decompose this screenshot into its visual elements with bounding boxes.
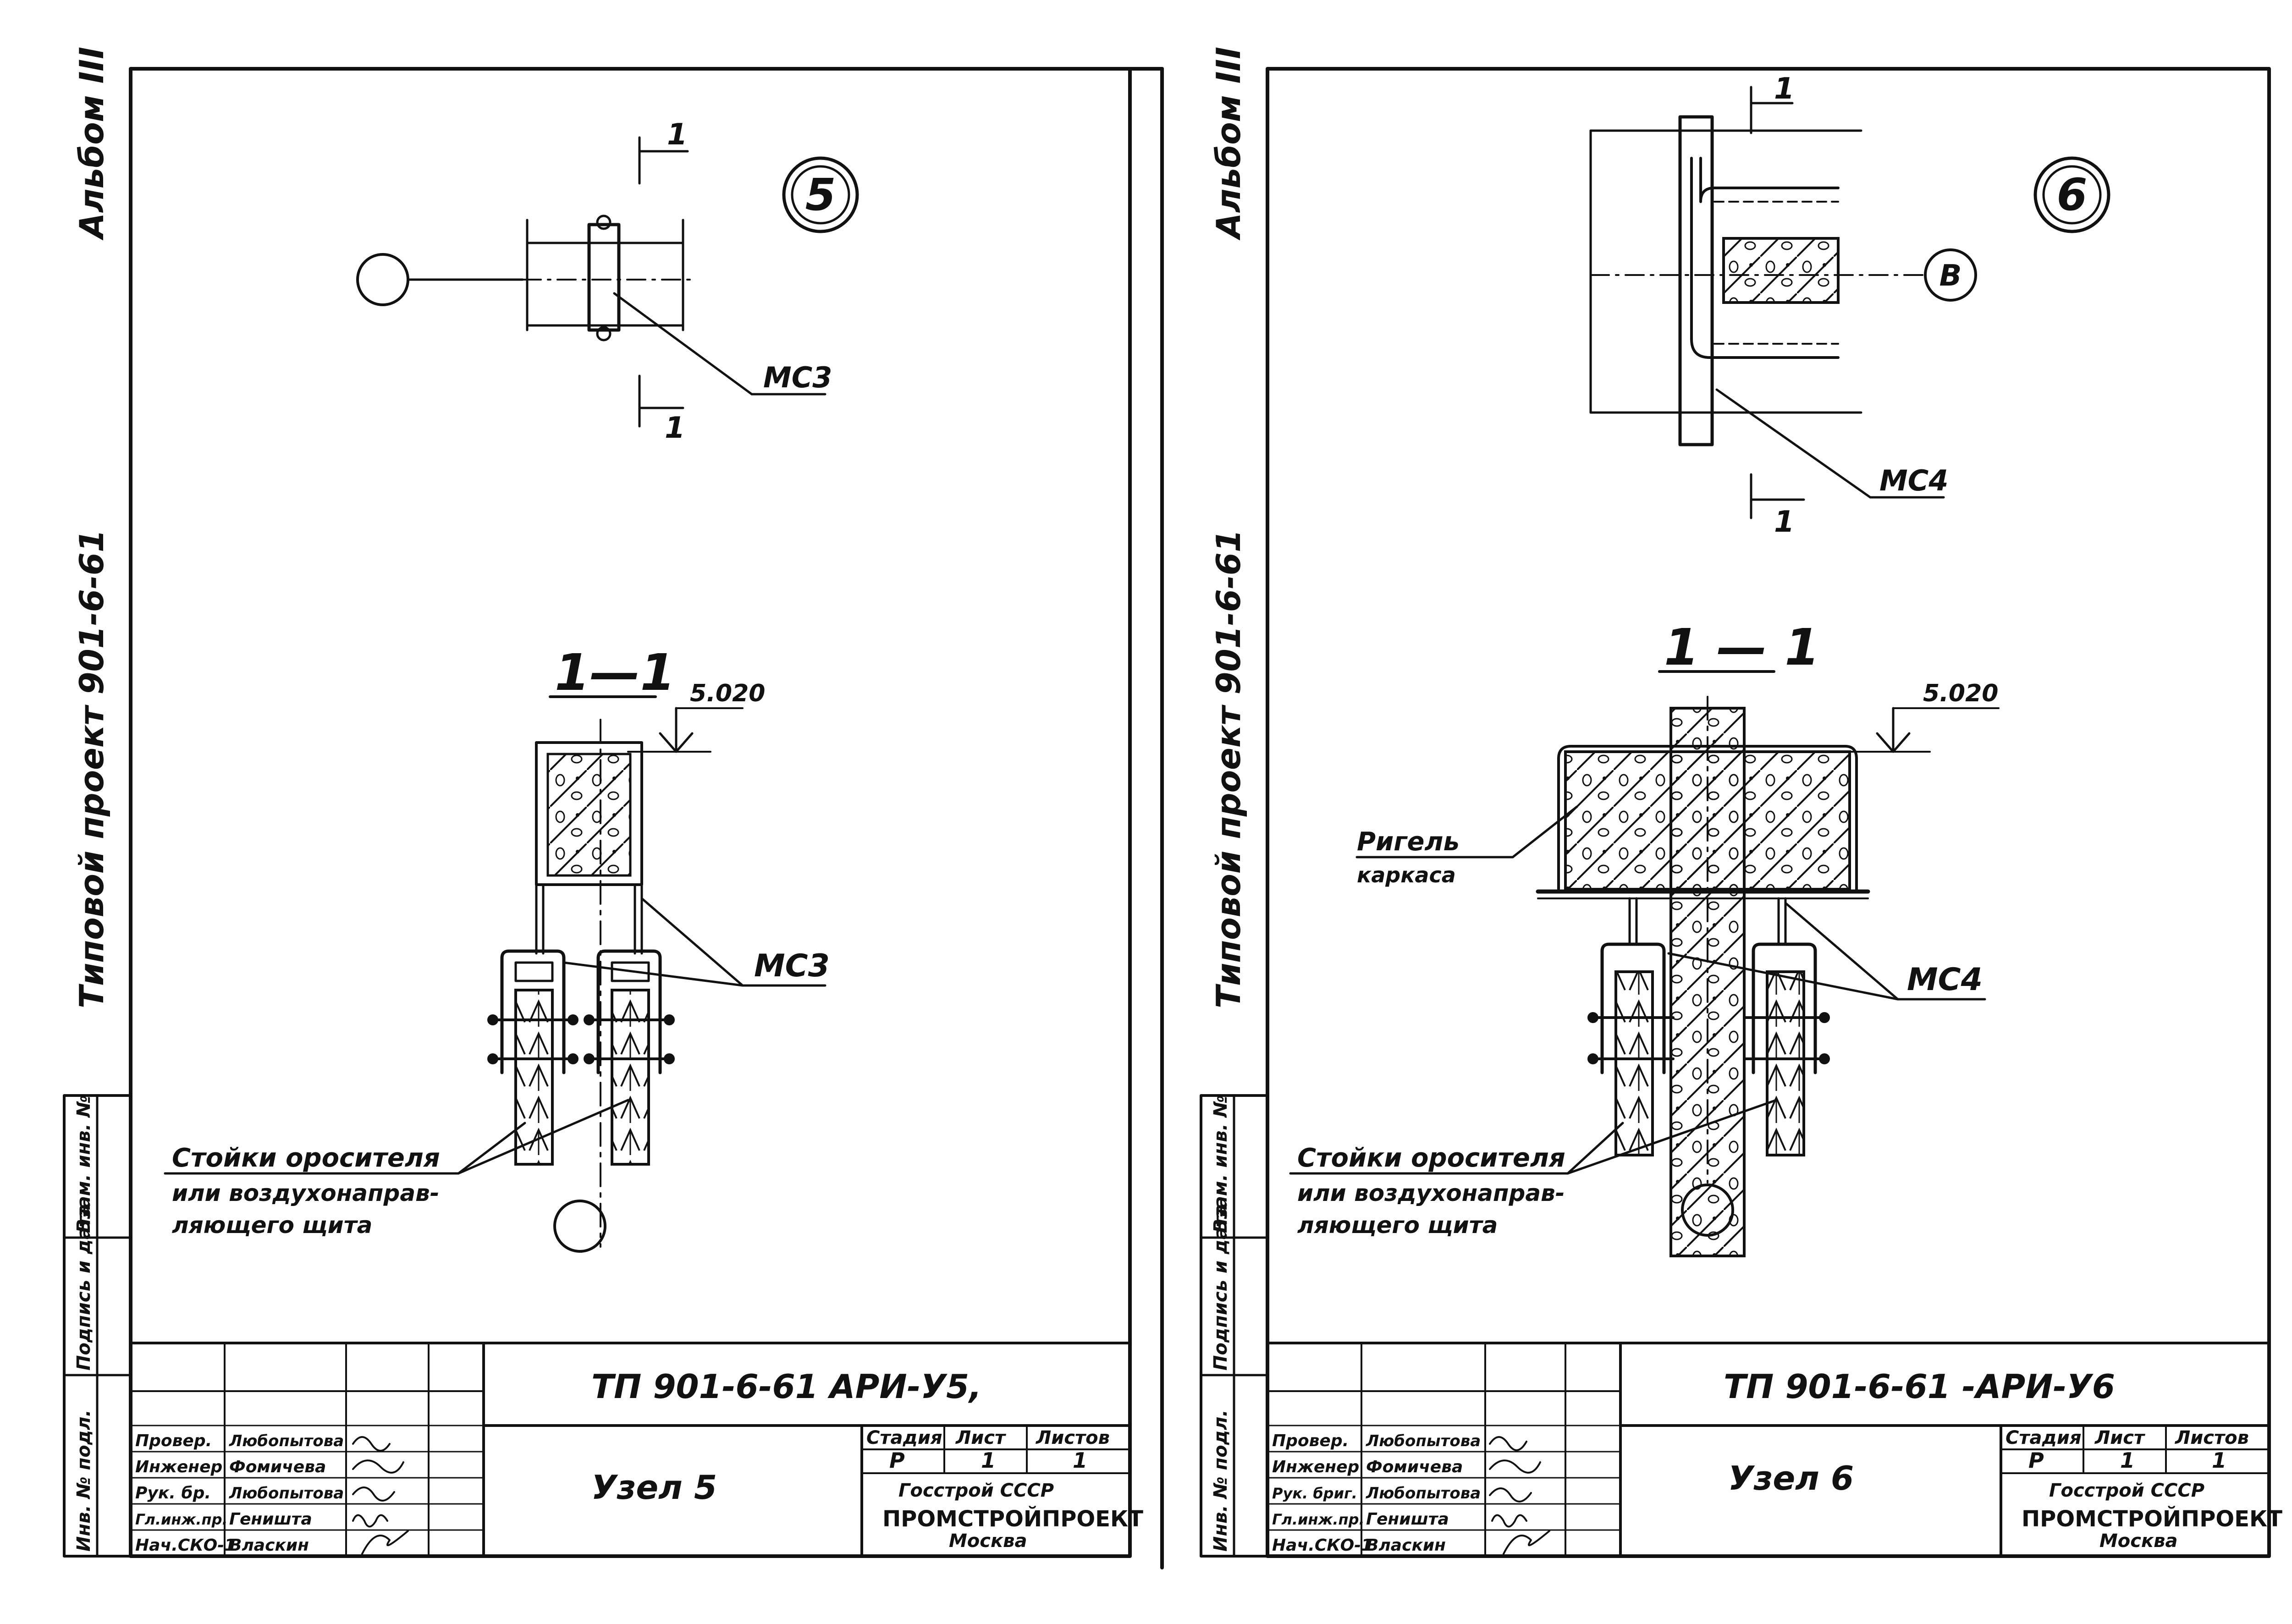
caption-right-line2: или воздухонаправ- bbox=[1297, 1180, 1565, 1206]
caption-right-line3: ляющего щита bbox=[1297, 1212, 1498, 1239]
node-number-6-marker: 6 bbox=[2033, 156, 2110, 233]
right-org1: Госстрой СССР bbox=[2049, 1480, 2204, 1501]
mc3-section-label: МС3 bbox=[754, 948, 830, 984]
axis-label-b: В bbox=[1939, 259, 1962, 293]
left-doc-code: ТП 901-6-61 АРИ-У5, bbox=[591, 1367, 981, 1406]
caption-left-line2: или воздухонаправ- bbox=[172, 1180, 439, 1206]
left-org3: Москва bbox=[949, 1530, 1027, 1552]
caption-left-line1: Стойки оросителя bbox=[172, 1143, 440, 1173]
signature-scribble-right bbox=[1489, 1436, 1550, 1555]
left-role-2: Рук. бр. bbox=[135, 1484, 211, 1503]
right-org2: ПРОМСТРОЙПРОЕКТ bbox=[2022, 1506, 2282, 1532]
mc4-section-label: МС4 bbox=[1907, 962, 1983, 998]
right-role-1: Инженер bbox=[1272, 1458, 1359, 1476]
section-mark-bottom-right: 1 bbox=[1774, 505, 1795, 539]
left-sheet-value: 1 bbox=[981, 1448, 996, 1473]
right-name-0: Любопытова bbox=[1366, 1432, 1481, 1450]
left-name-2: Любопытова bbox=[229, 1484, 344, 1503]
right-sheet-label: Лист bbox=[2094, 1427, 2146, 1448]
section-mark-top-right: 1 bbox=[1774, 72, 1795, 106]
right-sheet-frame bbox=[1266, 67, 2271, 1558]
elevation-right: 5.020 bbox=[1923, 680, 1998, 707]
right-album-label: Альбом III bbox=[1209, 47, 1248, 241]
left-project-label: Типовой проект 901-6-61 bbox=[72, 529, 111, 1008]
right-role-4: Нач.СКО-1 bbox=[1272, 1536, 1372, 1555]
left-org1: Госстрой СССР bbox=[898, 1480, 1054, 1501]
section-title-left: 1—1 bbox=[555, 643, 675, 702]
section-mark-bottom-left: 1 bbox=[665, 411, 685, 445]
beam-label-line1: Ригель bbox=[1357, 827, 1460, 857]
left-sheets-value: 1 bbox=[1073, 1448, 1087, 1473]
right-side-stamp: Взам. инв. № Подпись и дата Инв. № подл. bbox=[1200, 1094, 1269, 1558]
beam-label-line2: каркаса bbox=[1357, 863, 1456, 887]
right-role-3: Гл.инж.пр. bbox=[1272, 1511, 1365, 1528]
section-view-left: 1—1 5.020 bbox=[164, 643, 830, 1253]
caption-right-line1: Стойки оросителя bbox=[1297, 1143, 1565, 1173]
right-sheets-label: Листов bbox=[2175, 1427, 2249, 1448]
side-stamp-vzam: Взам. инв. № bbox=[73, 1095, 94, 1233]
right-name-2: Любопытова bbox=[1366, 1484, 1481, 1503]
section-mark-top-left: 1 bbox=[667, 118, 688, 152]
right-title-block: ТП 901-6-61 -АРИ-У6 Узел 6 Провер. Инжен… bbox=[1266, 1342, 2282, 1558]
right-role-0: Провер. bbox=[1272, 1431, 1349, 1450]
node-number-6: 6 bbox=[2057, 169, 2088, 220]
side-stamp-vzam: Взам. инв. № bbox=[1210, 1095, 1231, 1233]
right-sheet: Взам. инв. № Подпись и дата Инв. № подл.… bbox=[1200, 47, 2282, 1558]
right-doc-code: ТП 901-6-61 -АРИ-У6 bbox=[1724, 1367, 2115, 1406]
plan-view-right: В 1 1 МС4 bbox=[1589, 72, 1977, 539]
right-name-4: Власкин bbox=[1366, 1536, 1446, 1555]
caption-left-line3: ляющего щита bbox=[172, 1212, 372, 1239]
left-name-3: Геништа bbox=[229, 1510, 312, 1529]
left-org2: ПРОМСТРОЙПРОЕКТ bbox=[882, 1506, 1143, 1532]
left-role-1: Инженер bbox=[135, 1458, 222, 1476]
elevation-left: 5.020 bbox=[690, 680, 765, 707]
left-sheet-frame bbox=[129, 67, 1132, 1558]
section-view-right: 1 — 1 5.020 bbox=[1289, 618, 2000, 1257]
left-sheet: Взам. инв. № Подпись и дата Инв. № подл.… bbox=[63, 47, 1164, 1569]
right-org3: Москва bbox=[2099, 1530, 2177, 1552]
right-name-3: Геништа bbox=[1366, 1510, 1449, 1529]
left-name-1: Фомичева bbox=[229, 1458, 326, 1476]
left-role-4: Нач.СКО-1 bbox=[135, 1536, 236, 1555]
signature-scribble-left bbox=[352, 1436, 409, 1555]
right-stage-value: Р bbox=[2028, 1448, 2044, 1473]
plan-view-left: 1 1 МС3 bbox=[356, 118, 832, 445]
right-node-title: Узел 6 bbox=[1728, 1459, 1854, 1497]
section-title-right: 1 — 1 bbox=[1664, 618, 1820, 677]
side-stamp-inv-orig: Инв. № подл. bbox=[1210, 1409, 1231, 1552]
right-name-1: Фомичева bbox=[1366, 1458, 1463, 1476]
side-stamp-sign-date: Подпись и дата bbox=[1210, 1204, 1231, 1371]
right-sheets-value: 1 bbox=[2212, 1448, 2226, 1473]
right-role-2: Рук. бриг. bbox=[1272, 1485, 1357, 1502]
left-role-3: Гл.инж.пр. bbox=[135, 1511, 228, 1528]
node-number-5-marker: 5 bbox=[782, 156, 859, 233]
side-stamp-sign-date: Подпись и дата bbox=[73, 1204, 94, 1371]
left-album-label: Альбом III bbox=[72, 47, 111, 241]
left-stage-label: Стадия bbox=[866, 1427, 942, 1448]
left-sheets-label: Листов bbox=[1036, 1427, 1110, 1448]
left-sheet-label: Лист bbox=[955, 1427, 1007, 1448]
mc4-plan-label: МС4 bbox=[1879, 464, 1948, 497]
right-project-label: Типовой проект 901-6-61 bbox=[1209, 529, 1248, 1008]
side-stamp-inv-orig: Инв. № подл. bbox=[73, 1409, 94, 1552]
node-number-5: 5 bbox=[805, 169, 836, 220]
left-side-stamp: Взам. инв. № Подпись и дата Инв. № подл. bbox=[63, 1094, 132, 1558]
left-name-0: Любопытова bbox=[229, 1432, 344, 1450]
right-sheet-value: 1 bbox=[2120, 1448, 2135, 1473]
left-role-0: Провер. bbox=[135, 1431, 212, 1450]
mc3-plan-label: МС3 bbox=[763, 361, 832, 394]
left-node-title: Узел 5 bbox=[591, 1468, 717, 1507]
left-title-block: ТП 901-6-61 АРИ-У5, Узел 5 Провер. Инжен… bbox=[129, 1342, 1143, 1558]
left-stage-value: Р bbox=[889, 1448, 905, 1473]
left-name-4: Власкин bbox=[229, 1536, 309, 1555]
right-stage-label: Стадия bbox=[2006, 1427, 2082, 1448]
